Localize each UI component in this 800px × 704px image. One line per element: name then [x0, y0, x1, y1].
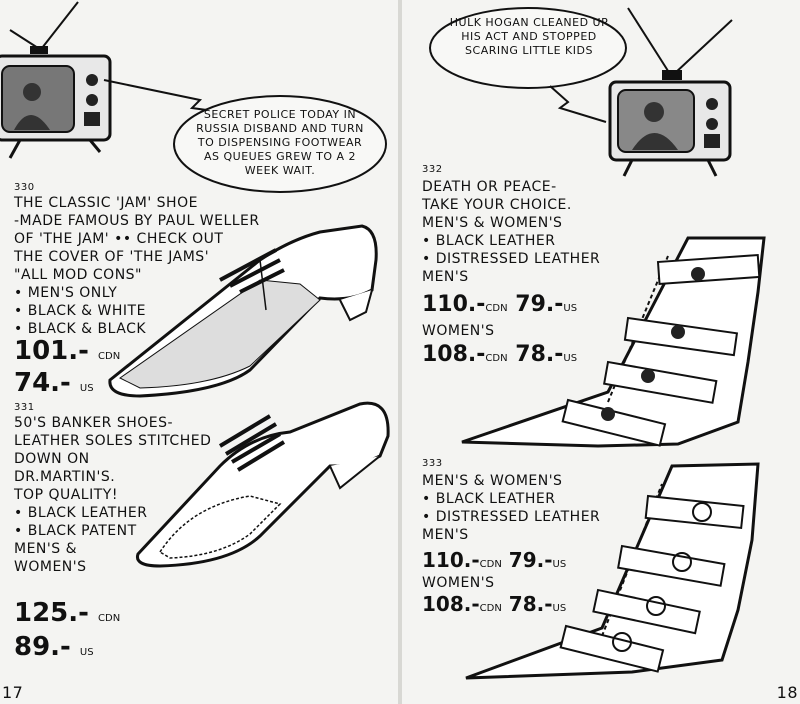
item-332-price-women: 108.-CDN 78.-US	[422, 342, 577, 367]
currency-cdn: CDN	[485, 303, 508, 314]
price-us-value: 74.-	[14, 368, 71, 398]
currency-us: US	[563, 303, 578, 314]
item-331-line: • BLACK PATENT	[14, 523, 137, 539]
left-page: SECRET POLICE TODAY IN RUSSIA DISBAND AN…	[0, 0, 398, 704]
item-333-description: MEN'S & WOMEN'S • BLACK LEATHER • DISTRE…	[422, 472, 632, 544]
page-number-right: 18	[776, 683, 798, 702]
item-330-line: • BLACK & WHITE	[14, 303, 146, 319]
item-332-line: • BLACK LEATHER	[422, 233, 556, 249]
item-number-330: 330	[14, 182, 35, 193]
tv-icon-right	[608, 7, 733, 177]
item-330-line: • BLACK & BLACK	[14, 321, 147, 337]
item-332-line: MEN'S	[422, 269, 469, 285]
price-us-value: 78.-	[515, 342, 564, 367]
item-333-women-label: WOMEN'S	[422, 575, 495, 591]
item-333-line: MEN'S	[422, 527, 469, 543]
item-number-331: 331	[14, 402, 35, 413]
tv-caption-left: SECRET POLICE TODAY IN RUSSIA DISBAND AN…	[196, 108, 364, 177]
item-330-price-cdn: 101.- CDN	[14, 336, 120, 366]
item-331-line: 50'S BANKER SHOES-	[14, 415, 174, 431]
item-333-line: MEN'S & WOMEN'S	[422, 473, 563, 489]
item-330-line: -MADE FAMOUS BY PAUL WELLER	[14, 213, 260, 229]
item-331-description: 50'S BANKER SHOES- LEATHER SOLES STITCHE…	[14, 414, 214, 576]
price-cdn-value: 101.-	[14, 336, 89, 366]
item-331-line: WOMEN'S	[14, 559, 87, 575]
tv-caption-right: HULK HOGAN CLEANED UP HIS ACT AND STOPPE…	[449, 16, 609, 57]
item-333-price-women: 108.-CDN 78.-US	[422, 592, 566, 616]
currency-us: US	[552, 559, 567, 570]
item-331-price-cdn: 125.- CDN	[14, 598, 120, 628]
speech-bubble-left	[103, 79, 387, 193]
item-331-line: TOP QUALITY!	[14, 487, 118, 503]
item-number-333: 333	[422, 458, 443, 469]
price-cdn-value: 110.-	[422, 292, 486, 317]
item-331-line: DOWN ON	[14, 451, 90, 467]
currency-us: US	[552, 603, 567, 614]
item-330-line: OF 'THE JAM' •• CHECK OUT	[14, 231, 224, 247]
item-332-line: MEN'S & WOMEN'S	[422, 215, 563, 231]
peace-buckle-boot-illustration	[465, 462, 760, 680]
right-page: HULK HOGAN CLEANED UP HIS ACT AND STOPPE…	[402, 0, 800, 704]
item-330-line: THE CLASSIC 'JAM' SHOE	[14, 195, 198, 211]
item-332-line: DEATH OR PEACE-	[422, 179, 557, 195]
price-cdn-value: 108.-	[422, 342, 486, 367]
skull-buckle-boot-illustration	[461, 236, 766, 448]
currency-cdn: CDN	[98, 613, 121, 624]
item-330-description: THE CLASSIC 'JAM' SHOE -MADE FAMOUS BY P…	[14, 194, 264, 338]
banker-shoe-illustration	[135, 401, 390, 568]
price-us-value: 79.-	[515, 292, 564, 317]
item-332-line: TAKE YOUR CHOICE.	[422, 197, 572, 213]
price-us-value: 89.-	[14, 632, 71, 662]
price-us-value: 79.-	[508, 548, 553, 572]
page-number-left: 17	[2, 683, 24, 702]
currency-us: US	[79, 647, 94, 658]
item-331-line: • BLACK LEATHER	[14, 505, 148, 521]
price-cdn-value: 108.-	[422, 592, 480, 616]
currency-cdn: CDN	[98, 351, 121, 362]
item-331-price-us: 89.- US	[14, 632, 94, 662]
currency-cdn: CDN	[479, 603, 502, 614]
item-330-price-us: 74.- US	[14, 368, 94, 398]
price-cdn-value: 125.-	[14, 598, 89, 628]
item-330-line: • MEN'S ONLY	[14, 285, 118, 301]
currency-us: US	[563, 353, 578, 364]
item-331-line: DR.MARTIN'S.	[14, 469, 116, 485]
item-331-line: MEN'S &	[14, 541, 77, 557]
currency-cdn: CDN	[479, 559, 502, 570]
item-330-line: "ALL MOD CONS"	[14, 267, 142, 283]
tv-icon-left	[0, 1, 112, 159]
item-333-price-men: 110.-CDN 79.-US	[422, 548, 566, 572]
item-number-332: 332	[422, 164, 443, 175]
price-cdn-value: 110.-	[422, 548, 480, 572]
currency-cdn: CDN	[485, 353, 508, 364]
jam-shoe-illustration	[108, 224, 378, 398]
speech-bubble-right	[429, 7, 627, 123]
price-us-value: 78.-	[508, 592, 553, 616]
item-331-line: LEATHER SOLES STITCHED	[14, 433, 212, 449]
item-333-line: • BLACK LEATHER	[422, 491, 556, 507]
item-332-description: DEATH OR PEACE- TAKE YOUR CHOICE. MEN'S …	[422, 178, 622, 286]
item-330-line: THE COVER OF 'THE JAMS'	[14, 249, 210, 265]
item-332-women-label: WOMEN'S	[422, 323, 495, 339]
item-332-price-men: 110.-CDN 79.-US	[422, 292, 577, 317]
currency-us: US	[79, 383, 94, 394]
item-333-line: • DISTRESSED LEATHER	[422, 509, 601, 525]
page-gutter	[398, 0, 402, 704]
item-332-line: • DISTRESSED LEATHER	[422, 251, 601, 267]
